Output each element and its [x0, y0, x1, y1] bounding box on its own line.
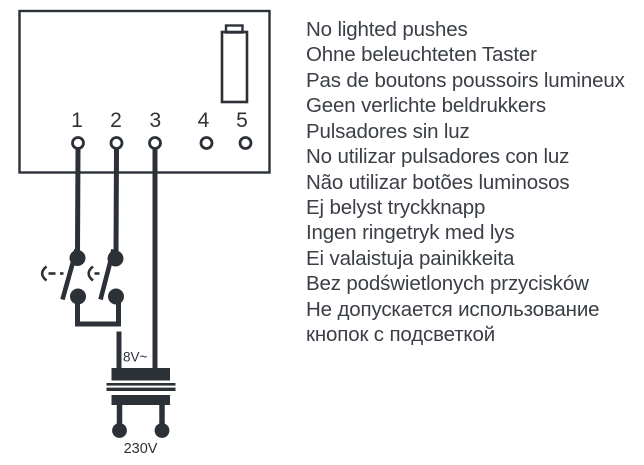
instruction-line-sv: Ej belyst tryckknapp: [306, 195, 486, 219]
instruction-line-de: Ohne beleuchteten Taster: [306, 43, 537, 67]
actuator-arc: [40, 265, 48, 282]
transformer-icon: [106, 368, 176, 405]
instruction-line-es-1: Pulsadores sin luz: [306, 119, 470, 143]
mains-voltage-label: 230V: [124, 441, 158, 457]
wire-terminal-1: [75, 149, 81, 253]
actuator-arc: [87, 265, 94, 282]
instruction-line-fr: Pas de boutons poussoirs lumineux: [306, 68, 625, 92]
terminal-5: [238, 136, 253, 150]
mains-plug-icon: [112, 404, 170, 438]
instruction-line-ru-1: Не допускается использование: [306, 297, 600, 321]
transformer-primary-coil: [111, 395, 170, 405]
terminal-label-2: 2: [110, 109, 122, 132]
wire-terminal-2: [113, 149, 119, 253]
terminal-2: [109, 136, 124, 150]
terminal-1: [71, 136, 85, 150]
plug-pin: [154, 423, 170, 438]
push-button-1-icon: [40, 248, 86, 305]
switch-blade: [60, 248, 79, 301]
switch-blade: [98, 248, 116, 301]
plug-pin: [112, 423, 127, 438]
terminal-4: [199, 136, 214, 150]
jumper-wire: [75, 298, 121, 327]
terminal-label-3: 3: [149, 109, 161, 132]
instruction-line-fi: Ei valaistuja painikkeita: [306, 246, 515, 270]
instruction-line-en: No lighted pushes: [306, 18, 468, 41]
instruction-line-nl: Geen verlichte beldrukkers: [306, 94, 546, 118]
transformer-secondary-coil: [111, 368, 170, 381]
transformer-core-line: [106, 383, 176, 386]
contact-dot: [70, 288, 86, 305]
instruction-line-pl: Bez podświetlonych przycisków: [306, 272, 589, 296]
instruction-line-pt: Não utilizar botões luminosos: [306, 170, 570, 194]
instruction-line-es-2: No utilizar pulsadores con luz: [306, 145, 570, 169]
wiring-diagram: 1 2 3 4 5: [18, 9, 271, 457]
terminal-label-5: 5: [236, 109, 248, 132]
terminal-label-4: 4: [198, 109, 210, 132]
bell-unit-outline: [18, 9, 271, 174]
instruction-line-da: Ingen ringetryk med lys: [306, 221, 515, 245]
battery-icon: [220, 24, 249, 104]
transformer-core-line: [106, 387, 176, 391]
instruction-line-ru-2: кнопок с подсветкой: [306, 323, 496, 347]
terminal-3: [148, 136, 162, 150]
battery-body: [220, 30, 249, 104]
terminal-label-1: 1: [71, 109, 83, 132]
push-button-2-icon: [87, 248, 124, 305]
secondary-voltage-label: 8V~: [123, 350, 148, 365]
instructions-text: No lighted pushes Ohne beleuchteten Tast…: [306, 17, 641, 347]
